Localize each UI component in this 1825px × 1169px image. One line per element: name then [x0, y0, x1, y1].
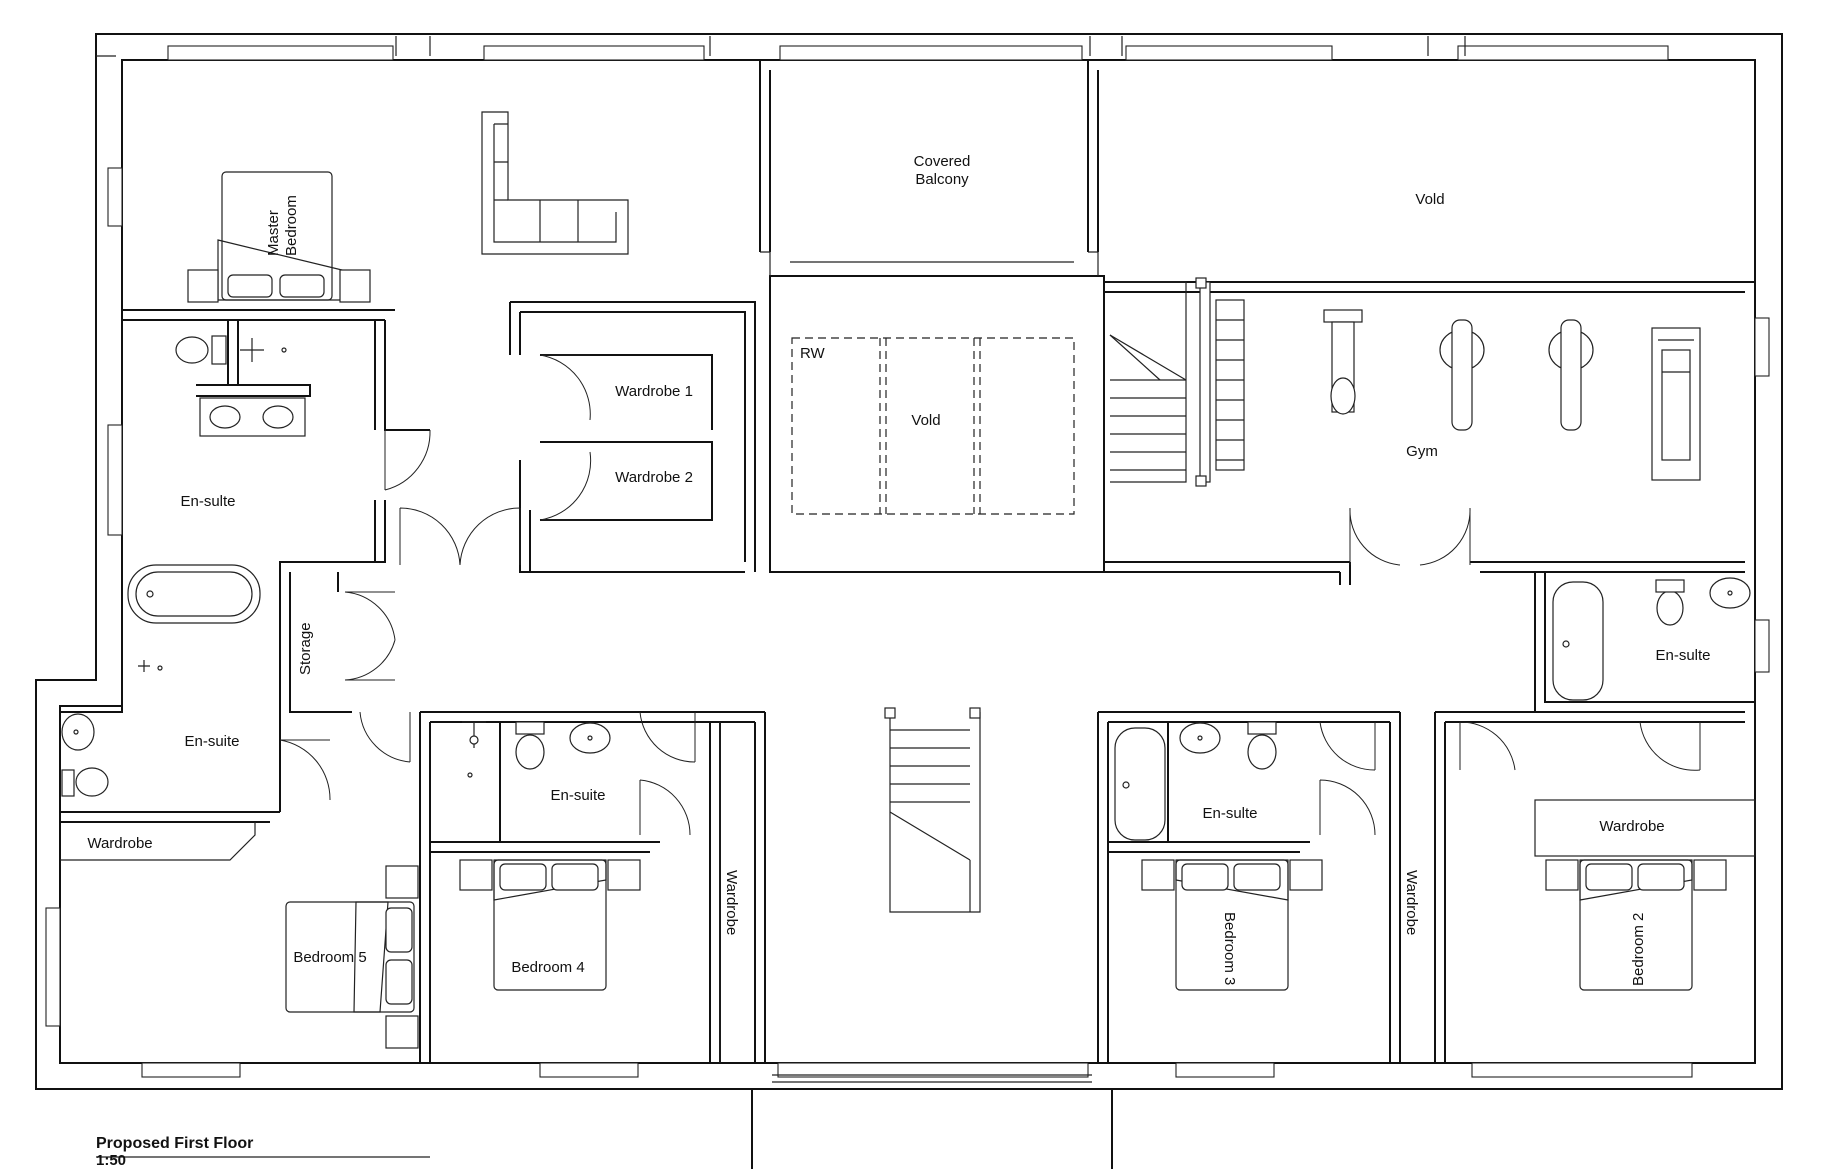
- label-wardrobe-mid: Wardrobe: [723, 870, 740, 935]
- label-storage: Storage: [297, 622, 314, 675]
- label-ensuite-bed4: En-suite: [550, 787, 605, 804]
- label-bedroom-3: Bedroom 3: [1221, 912, 1238, 985]
- central-void: [791, 337, 1075, 515]
- label-ensuite-master: En-sulte: [180, 493, 235, 510]
- drawing-scale: 1:50: [96, 1152, 127, 1169]
- doors: [279, 354, 1701, 836]
- label-bedroom-2: Bedroom 2: [1630, 913, 1647, 986]
- label-gym: Gym: [1406, 443, 1438, 460]
- drawing-title: Proposed First Floor: [96, 1135, 253, 1152]
- label-master-bedroom-2: Bedroom: [283, 195, 300, 256]
- label-bedroom-5: Bedroom 5: [293, 949, 366, 966]
- master-ensuite-fixtures: [127, 335, 306, 672]
- label-bedroom-4: Bedroom 4: [511, 959, 584, 976]
- label-covered-balcony-1: Covered: [914, 153, 971, 170]
- label-rw: RW: [800, 345, 826, 362]
- sofa: [481, 111, 629, 255]
- label-wardrobe-left: Wardrobe: [87, 835, 152, 852]
- stair-upper: [1109, 277, 1211, 487]
- label-void-top: Vold: [1415, 191, 1444, 208]
- bed4: [459, 859, 641, 991]
- label-master-bedroom-1: Master: [265, 210, 282, 256]
- left-ensuite-fixtures: [61, 713, 109, 797]
- master-bed: [187, 171, 371, 303]
- room-labels: Covered Balcony Vold RW Vold Master Bedr…: [87, 153, 1710, 986]
- label-ensuite-bed3: En-sulte: [1202, 805, 1257, 822]
- windows: [45, 36, 1770, 1078]
- label-wardrobe-right: Wardrobe: [1403, 870, 1420, 935]
- label-wardrobe-2: Wardrobe 2: [615, 469, 693, 486]
- bed3: [1141, 859, 1323, 991]
- bed3-ensuite-fixtures: [1114, 721, 1277, 841]
- label-ensuite-left: En-suite: [184, 733, 239, 750]
- bed4-ensuite-fixtures: [462, 721, 611, 778]
- gym-equipment: [1215, 299, 1701, 481]
- stair-lower: [884, 707, 981, 913]
- label-covered-balcony-2: Balcony: [915, 171, 969, 188]
- title-block: Proposed First Floor: [96, 1135, 430, 1158]
- bed5: [285, 865, 419, 1049]
- right-ensuite-fixtures: [1552, 577, 1751, 701]
- front-balcony: [751, 1074, 1113, 1169]
- label-wardrobe-far-right: Wardrobe: [1599, 818, 1664, 835]
- bed2: [1545, 859, 1727, 991]
- label-wardrobe-1: Wardrobe 1: [615, 383, 693, 400]
- label-void-center: Vold: [911, 412, 940, 429]
- label-ensuite-right: En-sulte: [1655, 647, 1710, 664]
